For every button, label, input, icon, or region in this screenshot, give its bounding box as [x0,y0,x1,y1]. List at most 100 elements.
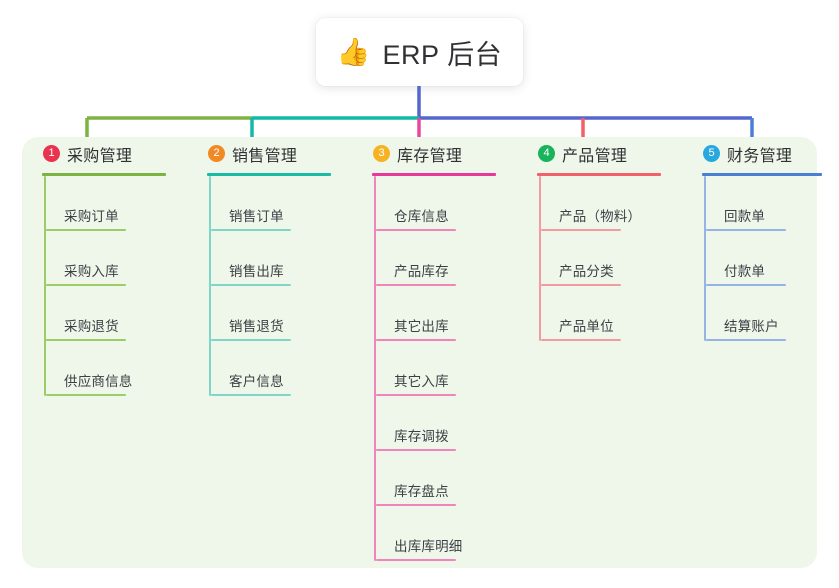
list-item[interactable]: 付款单 [704,231,832,286]
list-item[interactable]: 销售出库 [209,231,352,286]
list-item-rule [541,339,621,341]
list-item-label: 其它入库 [394,374,449,390]
list-item-rule [211,339,291,341]
category-item-list: 销售订单销售出库销售退货客户信息 [207,176,352,396]
list-item[interactable]: 其它出库 [374,286,517,341]
list-item[interactable]: 采购退货 [44,286,187,341]
category-number-badge: 2 [208,145,225,162]
list-item-label: 付款单 [724,264,766,280]
category-number-badge: 3 [373,145,390,162]
category-item-list: 产品（物料） 产品分类产品单位 [537,176,682,341]
category-header-1[interactable]: 1 采购管理 [42,137,187,170]
list-item-label: 销售出库 [229,264,284,280]
list-item[interactable]: 销售退货 [209,286,352,341]
list-item-label: 库存调拨 [394,429,449,445]
category-header-5[interactable]: 5 财务管理 [702,137,832,170]
category-spine [209,176,211,396]
list-item[interactable]: 库存调拨 [374,396,517,451]
list-item[interactable]: 回款单 [704,176,832,231]
list-item-label: 采购退货 [64,319,119,335]
list-item[interactable]: 销售订单 [209,176,352,231]
category-column-5[interactable]: 5 财务管理回款单付款单结算账户 [682,137,832,568]
category-number-badge: 1 [43,145,60,162]
list-item-rule [46,229,126,231]
category-title: 销售管理 [232,147,298,165]
category-header-rule [42,173,166,176]
category-spine [44,176,46,396]
category-title: 财务管理 [727,147,793,165]
category-item-list: 采购订单采购入库采购退货供应商信息 [42,176,187,396]
category-spine [374,176,376,561]
list-item-label: 其它出库 [394,319,449,335]
list-item-rule [46,394,126,396]
category-header-rule [537,173,661,176]
list-item[interactable]: 产品（物料） [539,176,682,231]
list-item-rule [211,284,291,286]
list-item-label: 客户信息 [229,374,284,390]
list-item-rule [376,559,456,561]
list-item[interactable]: 产品分类 [539,231,682,286]
list-item-rule [211,394,291,396]
list-item[interactable]: 采购订单 [44,176,187,231]
list-item-label: 回款单 [724,209,766,225]
list-item[interactable]: 仓库信息 [374,176,517,231]
list-item-label: 销售订单 [229,209,284,225]
list-item-rule [376,394,456,396]
list-item-rule [376,449,456,451]
category-item-list: 仓库信息产品库存其它出库其它入库库存调拨库存盘点出库库明细 [372,176,517,561]
list-item-label: 产品单位 [559,319,614,335]
list-item-rule [376,339,456,341]
list-item[interactable]: 结算账户 [704,286,832,341]
category-spine [539,176,541,341]
category-title: 库存管理 [397,147,463,165]
list-item-label: 库存盘点 [394,484,449,500]
category-column-4[interactable]: 4 产品管理产品（物料） 产品分类产品单位 [517,137,682,568]
category-item-list: 回款单付款单结算账户 [702,176,832,341]
list-item-label: 产品（物料） [559,209,642,225]
category-number-badge: 4 [538,145,555,162]
list-item[interactable]: 库存盘点 [374,451,517,506]
list-item-label: 仓库信息 [394,209,449,225]
list-item[interactable]: 采购入库 [44,231,187,286]
list-item-rule [46,284,126,286]
list-item[interactable]: 出库库明细 [374,506,517,561]
list-item-label: 采购订单 [64,209,119,225]
list-item-rule [706,284,786,286]
list-item-rule [541,229,621,231]
category-header-rule [372,173,496,176]
list-item[interactable]: 供应商信息 [44,341,187,396]
list-item-label: 产品分类 [559,264,614,280]
category-header-3[interactable]: 3 库存管理 [372,137,517,170]
list-item-label: 结算账户 [724,319,779,335]
category-title: 产品管理 [562,147,628,165]
list-item[interactable]: 客户信息 [209,341,352,396]
category-header-rule [702,173,822,176]
category-column-1[interactable]: 1 采购管理采购订单采购入库采购退货供应商信息 [22,137,187,568]
list-item-label: 供应商信息 [64,374,133,390]
list-item-rule [706,229,786,231]
list-item[interactable]: 其它入库 [374,341,517,396]
list-item[interactable]: 产品库存 [374,231,517,286]
list-item-rule [376,504,456,506]
root-node-title: ERP 后台 [382,39,503,70]
root-node-card[interactable]: 👍 ERP 后台 [316,18,523,86]
list-item-label: 销售退货 [229,319,284,335]
list-item-rule [541,284,621,286]
list-item-rule [706,339,786,341]
list-item-rule [376,229,456,231]
list-item-label: 出库库明细 [394,539,463,555]
category-column-3[interactable]: 3 库存管理仓库信息产品库存其它出库其它入库库存调拨库存盘点出库库明细 [352,137,517,568]
category-header-4[interactable]: 4 产品管理 [537,137,682,170]
list-item-label: 采购入库 [64,264,119,280]
categories-panel [22,137,817,568]
list-item[interactable]: 产品单位 [539,286,682,341]
category-title: 采购管理 [67,147,133,165]
list-item-rule [376,284,456,286]
list-item-rule [211,229,291,231]
category-columns: 1 采购管理采购订单采购入库采购退货供应商信息 2 销售管理销售订单销售出库销售退货客… [22,137,822,568]
list-item-rule [46,339,126,341]
category-column-2[interactable]: 2 销售管理销售订单销售出库销售退货客户信息 [187,137,352,568]
category-number-badge: 5 [703,145,720,162]
category-header-2[interactable]: 2 销售管理 [207,137,352,170]
